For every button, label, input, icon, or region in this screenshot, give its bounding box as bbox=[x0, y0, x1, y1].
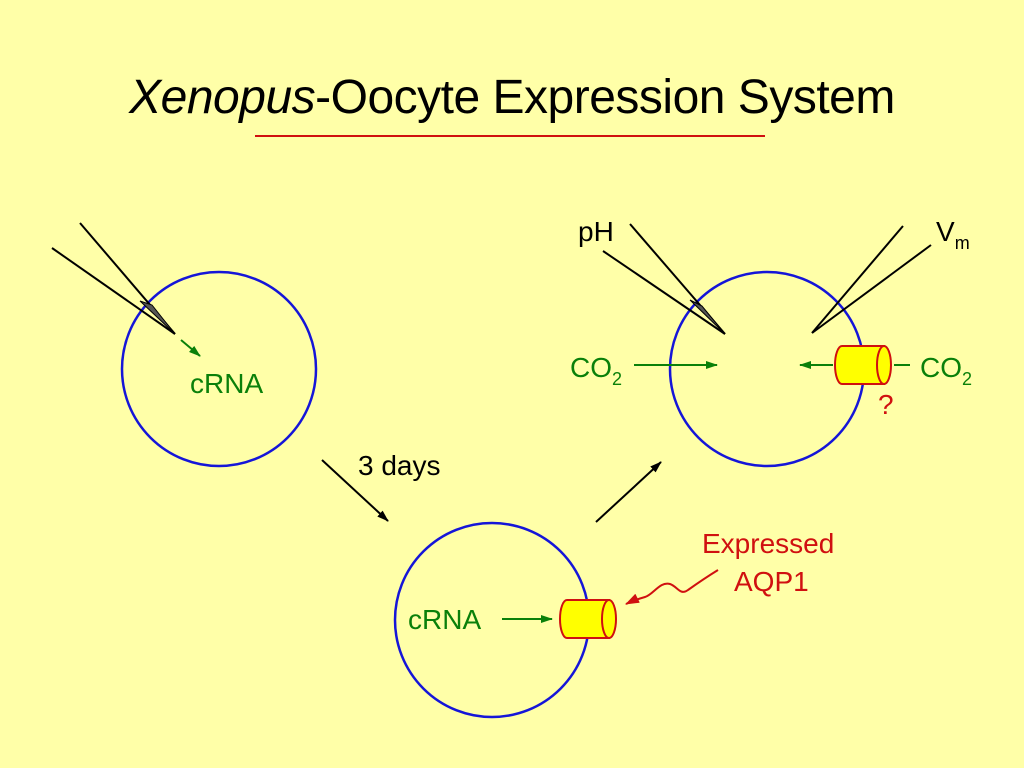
aqp1-label: AQP1 bbox=[734, 566, 809, 597]
expressed-label: Expressed bbox=[702, 528, 834, 559]
days-label: 3 days bbox=[358, 450, 441, 481]
co2-label-right: CO2 bbox=[920, 352, 972, 389]
expressed-arrow bbox=[625, 569, 719, 605]
vm-electrode bbox=[811, 225, 932, 334]
vm-label: Vm bbox=[936, 216, 970, 253]
arrow-to-top-right bbox=[595, 461, 662, 523]
title-rest: -Oocyte Expression System bbox=[315, 71, 895, 124]
injection-arrow-left bbox=[180, 339, 201, 357]
co2-label-left: CO2 bbox=[570, 352, 622, 389]
slide-title: Xenopus-Oocyte Expression System bbox=[0, 70, 1024, 125]
crna-label-bottom: cRNA bbox=[408, 604, 481, 635]
aqp1-channel-bottom bbox=[559, 599, 617, 639]
injection-pipette-left bbox=[51, 222, 176, 335]
title-italic: Xenopus bbox=[129, 71, 316, 124]
ph-label: pH bbox=[578, 216, 614, 247]
aqp1-channel-right bbox=[834, 345, 892, 385]
question-mark: ? bbox=[878, 389, 894, 420]
ph-electrode bbox=[602, 223, 726, 335]
oocyte-left bbox=[120, 270, 318, 468]
arrow-to-bottom bbox=[321, 459, 389, 522]
crna-label-left: cRNA bbox=[190, 368, 263, 399]
